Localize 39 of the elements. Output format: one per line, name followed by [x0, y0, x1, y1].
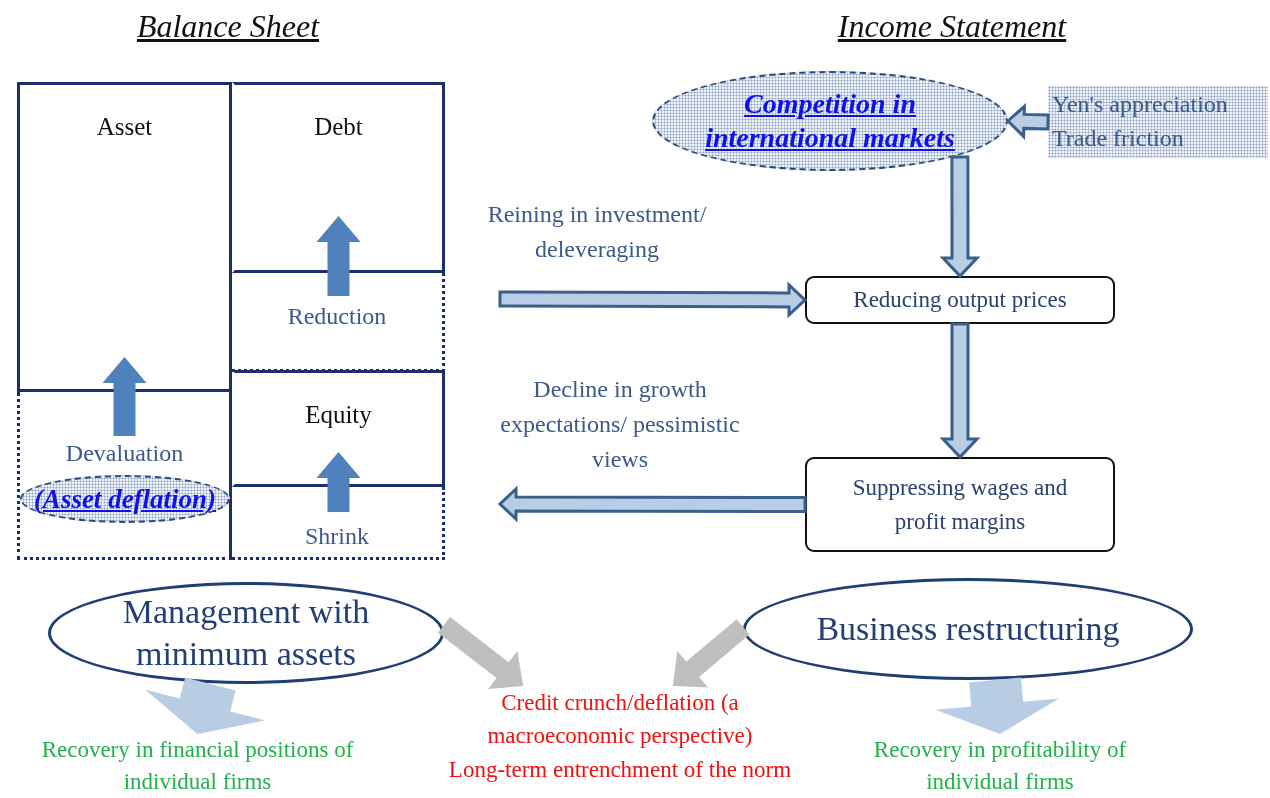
block-arrow — [672, 619, 750, 688]
dashed-ellipse — [20, 475, 230, 523]
block-arrow — [144, 677, 265, 734]
box-label: Equity — [305, 401, 372, 429]
box-label: Asset — [96, 113, 153, 141]
block-arrow — [497, 485, 807, 523]
block-arrow — [939, 155, 981, 279]
node-text: Reducing output prices — [853, 286, 1067, 315]
node-text: (Asset deflation) — [33, 483, 217, 515]
box-label: Long-term entrenchment of the norm — [448, 755, 792, 784]
block-arrow — [316, 452, 361, 512]
box-label: Recovery in profitability of individual firms — [872, 736, 1128, 797]
box-label: Recovery in financial positions of individual firms — [40, 736, 355, 797]
process-box — [805, 457, 1115, 552]
block-arrow — [939, 322, 981, 460]
node-text: Business restructuring — [816, 608, 1120, 649]
node-text: Trade friction — [1052, 124, 1184, 153]
section-heading: Income Statement — [836, 8, 1068, 45]
block-arrow — [1005, 102, 1050, 140]
block-arrow — [935, 677, 1059, 734]
node-text: Competition in international markets — [704, 87, 956, 155]
edge-label: Decline in growth expectations/ pessimistic views — [499, 375, 741, 474]
node-text: Yen's appreciation — [1052, 90, 1228, 120]
box-label: Credit crunch/deflation (a macroeconomic perspective) — [486, 689, 754, 751]
dotted-panel — [1048, 86, 1268, 158]
process-box — [805, 276, 1115, 324]
block-arrow — [498, 281, 808, 319]
asset-box — [17, 82, 232, 392]
node-text: Suppressing wages and profit margins — [851, 474, 1069, 536]
section-heading: Balance Sheet — [135, 8, 321, 45]
box-label: Debt — [314, 113, 363, 141]
box-label: Reduction — [287, 303, 387, 330]
node-text: Management with minimum assets — [121, 591, 371, 674]
box-label: Devaluation — [65, 440, 184, 467]
box-label: Shrink — [305, 523, 369, 550]
block-arrow — [102, 357, 147, 436]
edge-label: Reining in investment/ deleveraging — [486, 200, 708, 264]
block-arrow — [316, 216, 361, 296]
block-arrow — [437, 616, 524, 690]
